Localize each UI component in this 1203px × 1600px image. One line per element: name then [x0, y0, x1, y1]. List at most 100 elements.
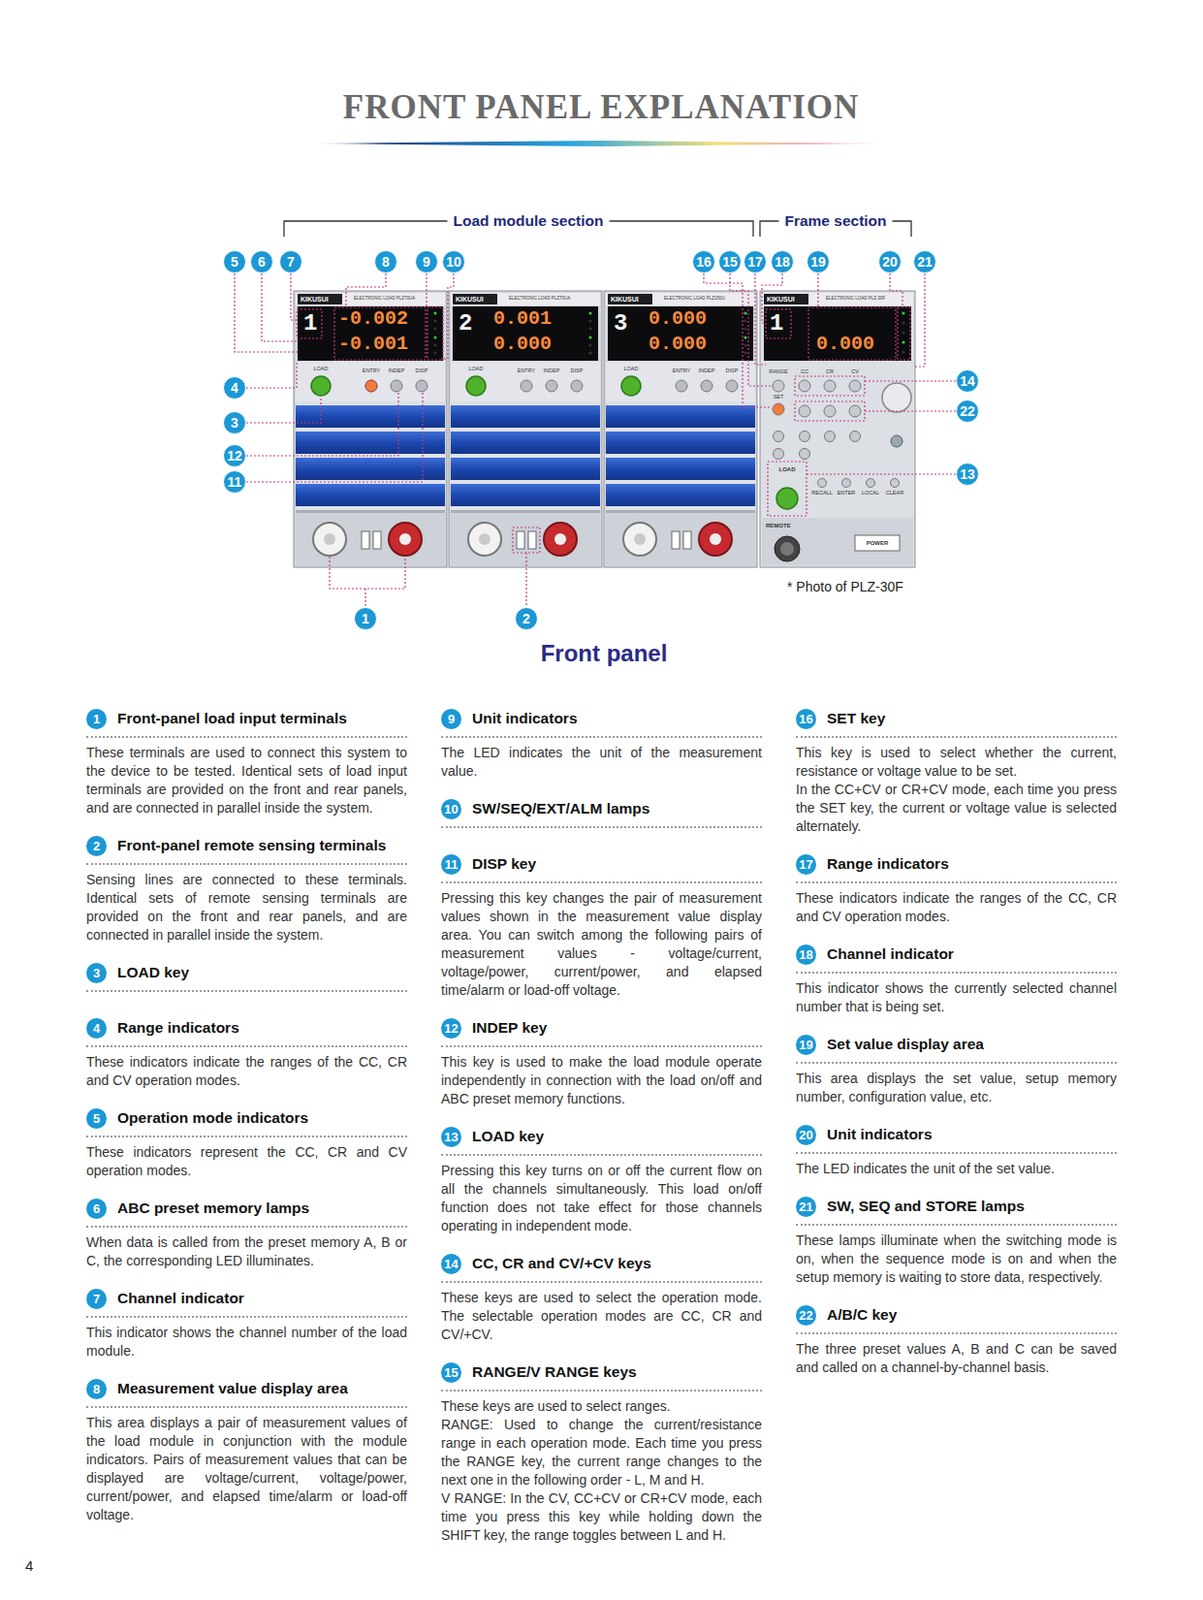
description-column: 1Front-panel load input terminalsThese t…: [86, 706, 408, 1541]
item-heading-row: 1Front-panel load input terminals: [86, 706, 408, 738]
callout-number: 2: [514, 606, 539, 631]
callout-number: 3: [222, 411, 247, 435]
callout-number-text: 2: [522, 611, 531, 626]
item-text: When data is called from the preset memo…: [86, 1233, 408, 1270]
panel-text: DISP: [726, 368, 739, 375]
item-heading: LOAD key: [472, 1127, 544, 1145]
callout-number-text: 4: [230, 380, 239, 395]
callout-number: 21: [913, 250, 937, 274]
number-badge: 10: [441, 798, 462, 820]
item-text: These indicators represent the CC, CR an…: [86, 1142, 408, 1180]
description-item: 7Channel indicatorThis indicator shows t…: [86, 1286, 408, 1361]
panel-text: KIKUSUI: [766, 295, 795, 303]
item-text: This area displays a pair of measurement…: [86, 1413, 408, 1524]
item-body: This area displays a pair of measurement…: [86, 1413, 408, 1524]
panel-text: KIKUSUI: [455, 295, 484, 303]
photo-note: * Photo of PLZ-30F: [787, 579, 904, 594]
item-heading-row: 7Channel indicator: [86, 1286, 408, 1318]
item-body: These keys are used to select the operat…: [441, 1288, 762, 1344]
callout-number: 17: [743, 250, 767, 274]
description-column: 16 SET keyThis key is used to select whet…: [795, 706, 1117, 1393]
callout-number: 1: [353, 606, 378, 631]
item-body: This key is used to select whether the c…: [795, 743, 1117, 836]
panel-text: CLEAR: [886, 490, 904, 497]
item-body: When data is called from the preset memo…: [86, 1233, 408, 1270]
item-text: The LED indicates the unit of the set va…: [795, 1159, 1117, 1178]
number-badge: 15: [441, 1361, 462, 1383]
callout-number: 8: [374, 250, 398, 274]
number-badge: 3: [86, 962, 107, 983]
item-body: Pressing this key turns on or off the cu…: [441, 1161, 762, 1235]
callout-number-text: 13: [959, 467, 976, 481]
callout-number-text: 8: [381, 254, 390, 269]
callout-number: 7: [279, 250, 303, 274]
description-item: 20Unit indicatorsThe LED indicates the u…: [795, 1122, 1117, 1178]
callout-number: 16: [692, 250, 716, 274]
description-item: 17Range indicatorsThese indicators indic…: [795, 852, 1117, 926]
panel-text: RANGE: [768, 369, 789, 376]
callout-number: 10: [442, 250, 466, 274]
callout-number-text: 5: [230, 254, 239, 269]
item-body: This indicator shows the currently selec…: [795, 979, 1117, 1016]
item-body: These indicators indicate the ranges of …: [795, 888, 1117, 926]
number-text: 11: [444, 857, 459, 871]
item-text: These terminals are used to connect this…: [86, 743, 408, 818]
callout-number-text: 14: [959, 374, 976, 388]
description-item: 9Unit indicatorsThe LED indicates the un…: [441, 706, 762, 781]
panel-text: CV: [851, 369, 859, 376]
item-heading: SET key: [826, 709, 886, 728]
number-badge: 22: [795, 1304, 817, 1326]
item-heading: Operation mode indicators: [117, 1108, 309, 1127]
number-text: 14: [443, 1257, 458, 1270]
item-body: Pressing this key changes the pair of me…: [441, 888, 762, 1000]
panel-text: ELECTRONIC LOAD PLZ-30F: [825, 296, 886, 302]
item-body: These indicators represent the CC, CR an…: [86, 1142, 408, 1180]
callout-number: 12: [222, 443, 247, 468]
item-text: The three preset values A, B and C can b…: [795, 1339, 1117, 1377]
number-text: 1: [93, 712, 100, 726]
description-item: 18Channel indicatorThis indicator shows …: [795, 942, 1117, 1016]
item-text: These indicators indicate the ranges of …: [86, 1052, 408, 1090]
item-body: The three preset values A, B and C can b…: [795, 1339, 1117, 1377]
panel-text: INDEP: [388, 368, 406, 375]
item-text: These indicators indicate the ranges of …: [795, 888, 1117, 926]
callout-number: 19: [806, 250, 830, 274]
description-item: 8Measurement value display areaThis area…: [86, 1376, 408, 1524]
item-text: This indicator shows the channel number …: [86, 1323, 408, 1361]
item-heading-row: 8Measurement value display area: [86, 1376, 408, 1408]
item-text: In the CC+CV or CR+CV mode, each time yo…: [795, 780, 1117, 836]
page-title: FRONT PANEL EXPLANATION: [343, 90, 860, 125]
load-module-section-label: Load module section: [446, 212, 609, 230]
description-item: 16 SET keyThis key is used to select whet…: [795, 706, 1117, 836]
number-text: 19: [798, 1038, 813, 1051]
item-heading: Channel indicator: [826, 945, 954, 963]
item-heading-row: 16 SET key: [795, 706, 1117, 738]
item-heading-row: 5 Operation mode indicators: [86, 1106, 408, 1138]
number-text: 5: [93, 1111, 100, 1125]
callout-number-text: 21: [917, 254, 933, 269]
item-heading-row: 20Unit indicators: [795, 1122, 1117, 1154]
callout-number-text: 17: [747, 254, 763, 269]
panel-text: 0.000: [816, 334, 875, 354]
item-text: This key is used to select whether the c…: [795, 743, 1117, 781]
panel-text: DISP: [415, 368, 429, 375]
item-text: Pressing this key turns on or off the cu…: [441, 1161, 762, 1235]
description-item: 14CC, CR and CV/+CV keysThese keys are u…: [441, 1251, 762, 1344]
item-heading-row: 9Unit indicators: [441, 706, 762, 738]
item-heading-row: 19Set value display area: [795, 1032, 1117, 1064]
panel-text: 1: [769, 312, 784, 336]
callout-number-text: 6: [257, 254, 266, 269]
panel-text: ELECTRONIC LOAD PLZ70UA: [353, 296, 415, 302]
number-badge: 11: [441, 854, 462, 875]
item-heading-row: 17Range indicators: [795, 852, 1117, 884]
number-badge: 4: [86, 1017, 107, 1039]
item-heading: LOAD key: [117, 963, 190, 982]
number-text: 16: [798, 712, 813, 726]
item-body: These indicators indicate the ranges of …: [86, 1052, 408, 1090]
number-text: 12: [443, 1021, 458, 1035]
item-body: Sensing lines are connected to these ter…: [86, 870, 408, 945]
description-item: 4Range indicatorsThese indicators indica…: [86, 1015, 408, 1090]
number-text: 4: [93, 1021, 100, 1035]
panel-text: ELECTRONIC LOAD PLZ70UA: [508, 296, 570, 302]
callout-number-text: 20: [882, 254, 898, 269]
